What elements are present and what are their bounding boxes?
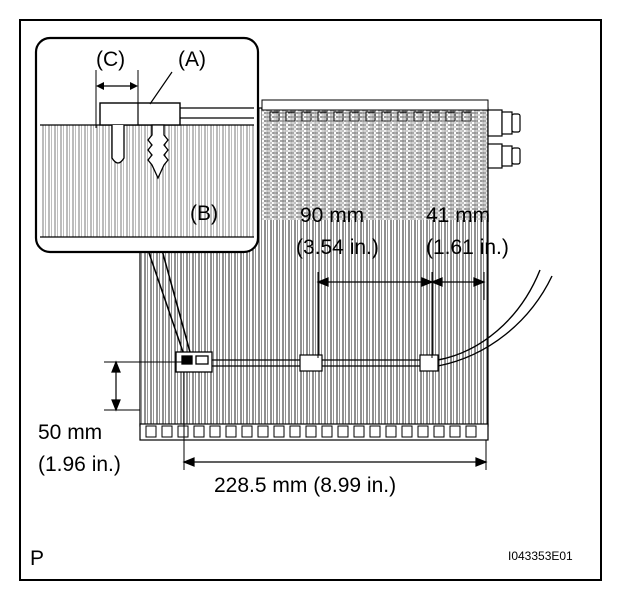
dim-upper xyxy=(316,272,486,358)
corner-mark: P xyxy=(30,547,44,570)
label-50-mm: 50 mm xyxy=(38,421,102,444)
thermistor-clip xyxy=(175,351,213,373)
label-41-in: (1.61 in.) xyxy=(426,236,509,259)
label-41-mm: 41 mm xyxy=(426,204,490,227)
label-a: (A) xyxy=(178,48,206,71)
pipe-fittings xyxy=(487,109,521,169)
dim-50 xyxy=(104,360,184,412)
top-tank-segments xyxy=(269,111,472,122)
sensor-wire xyxy=(210,269,553,372)
label-total: 228.5 mm (8.99 in.) xyxy=(214,474,396,497)
label-90-mm: 90 mm xyxy=(300,204,364,227)
detail-leader xyxy=(147,249,191,353)
label-90-in: (3.54 in.) xyxy=(296,236,379,259)
bottom-tank-segments xyxy=(145,425,477,438)
evaporator-core xyxy=(139,99,521,441)
dim-total xyxy=(182,372,488,470)
label-b: (B) xyxy=(190,202,218,225)
label-50-in: (1.96 in.) xyxy=(38,453,121,476)
figure-id: I043353E01 xyxy=(508,549,573,563)
figure-frame xyxy=(19,19,602,581)
label-c: (C) xyxy=(96,48,125,71)
detail-callout xyxy=(34,36,260,254)
